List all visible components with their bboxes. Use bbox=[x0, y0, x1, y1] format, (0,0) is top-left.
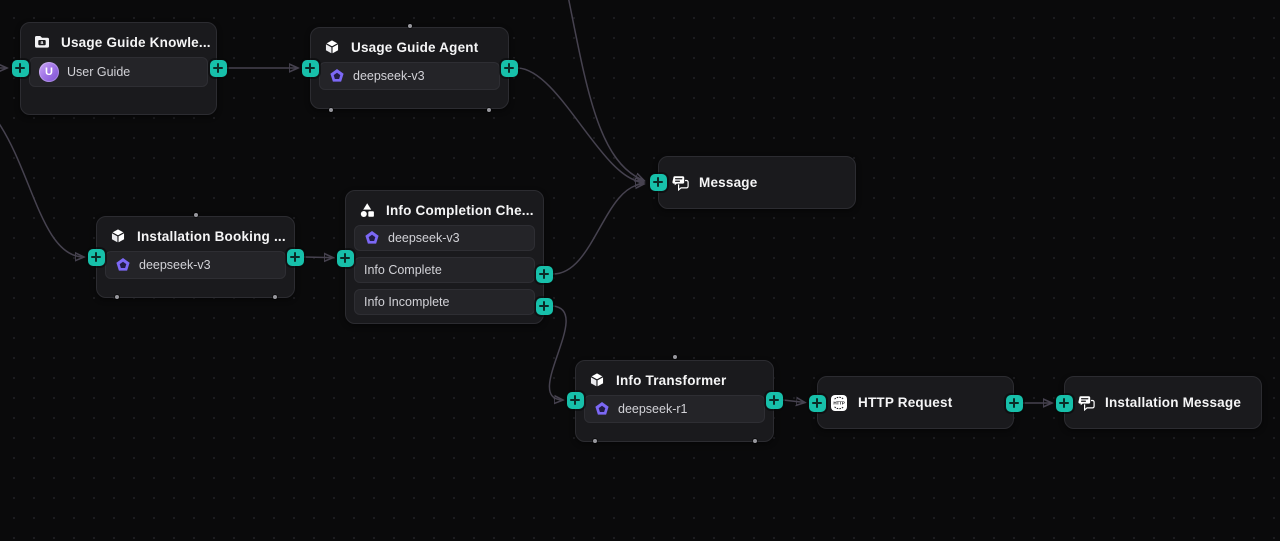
handle-dot bbox=[329, 108, 333, 112]
node-title-text: HTTP Request bbox=[858, 395, 953, 410]
handle-dot bbox=[273, 295, 277, 299]
node-title-text: Info Completion Che... bbox=[386, 202, 534, 218]
deepseek-icon bbox=[365, 231, 379, 244]
edge-info-complete-to-message bbox=[552, 184, 643, 275]
branch-row-info-complete[interactable]: Info Complete bbox=[354, 257, 535, 283]
deepseek-icon bbox=[330, 69, 344, 82]
handle-dot bbox=[115, 295, 119, 299]
edge-info-incomplete-to-transformer bbox=[548, 305, 567, 400]
svg-text:HTTP: HTTP bbox=[833, 400, 844, 405]
port-transformer-right[interactable] bbox=[765, 391, 783, 409]
port-transformer-left[interactable] bbox=[566, 391, 584, 409]
node-info-transformer[interactable]: Info Transformer deepseek-r1 bbox=[575, 360, 774, 442]
port-http-left[interactable] bbox=[808, 394, 826, 412]
port-knowledge-right[interactable] bbox=[209, 59, 227, 77]
node-installation-message[interactable]: Installation Message bbox=[1064, 376, 1262, 429]
node-http-request[interactable]: HTTP HTTP Request bbox=[817, 376, 1014, 429]
port-info-complete-right[interactable] bbox=[535, 265, 553, 283]
deepseek-icon bbox=[116, 258, 130, 271]
port-message-left[interactable] bbox=[649, 173, 667, 191]
port-http-right[interactable] bbox=[1005, 394, 1023, 412]
model-row[interactable]: deepseek-v3 bbox=[105, 251, 286, 279]
node-usage-guide-agent[interactable]: Usage Guide Agent deepseek-v3 bbox=[310, 27, 509, 109]
node-installation-booking[interactable]: Installation Booking ... deepseek-v3 bbox=[96, 216, 295, 298]
node-title-text: Message bbox=[699, 175, 758, 190]
chat-bubbles-icon bbox=[671, 174, 689, 191]
branch-row-info-incomplete[interactable]: Info Incomplete bbox=[354, 289, 535, 315]
node-usage-guide-knowledge[interactable]: a Usage Guide Knowle... U User Guide bbox=[20, 22, 217, 115]
port-completion-left[interactable] bbox=[336, 249, 354, 267]
knowledge-row-user-guide[interactable]: U User Guide bbox=[29, 57, 208, 87]
edge-offscreen-to-message bbox=[568, 0, 643, 180]
user-guide-avatar: U bbox=[39, 62, 59, 82]
branch-row-label: Info Incomplete bbox=[364, 295, 450, 309]
handle-dot bbox=[408, 24, 412, 28]
chat-bubbles-icon bbox=[1077, 394, 1095, 411]
model-row-label: deepseek-v3 bbox=[388, 231, 460, 245]
handle-dot bbox=[753, 439, 757, 443]
port-agent-right[interactable] bbox=[500, 59, 518, 77]
branch-row-label: Info Complete bbox=[364, 263, 442, 277]
port-installation-message-left[interactable] bbox=[1055, 394, 1073, 412]
knowledge-folder-icon: a bbox=[35, 36, 49, 48]
port-knowledge-left[interactable] bbox=[11, 59, 29, 77]
node-message[interactable]: Message bbox=[658, 156, 856, 209]
cube-icon bbox=[324, 39, 340, 55]
model-row[interactable]: deepseek-r1 bbox=[584, 395, 765, 423]
model-row[interactable]: deepseek-v3 bbox=[319, 62, 500, 90]
node-title-text: Installation Message bbox=[1105, 395, 1242, 410]
node-title-text: Installation Booking ... bbox=[137, 228, 286, 244]
handle-dot bbox=[194, 213, 198, 217]
node-info-completion-checker[interactable]: Info Completion Che... deepseek-v3 Info … bbox=[345, 190, 544, 324]
port-booking-left[interactable] bbox=[87, 248, 105, 266]
http-globe-icon: HTTP bbox=[831, 394, 847, 411]
edge-transformer-to-http bbox=[782, 400, 804, 402]
port-booking-right[interactable] bbox=[286, 248, 304, 266]
svg-text:a: a bbox=[41, 40, 44, 46]
cube-icon bbox=[589, 372, 605, 388]
model-row-label: deepseek-v3 bbox=[353, 69, 425, 83]
model-row-label: deepseek-r1 bbox=[618, 402, 688, 416]
knowledge-row-label: User Guide bbox=[67, 65, 131, 79]
node-title-text: Info Transformer bbox=[616, 372, 727, 388]
port-info-incomplete-right[interactable] bbox=[535, 297, 553, 315]
model-row-label: deepseek-v3 bbox=[139, 258, 211, 272]
cube-icon bbox=[110, 228, 126, 244]
node-title-text: Usage Guide Knowle... bbox=[61, 34, 211, 50]
deepseek-icon bbox=[595, 402, 609, 415]
node-title-text: Usage Guide Agent bbox=[351, 39, 479, 55]
model-row[interactable]: deepseek-v3 bbox=[354, 225, 535, 251]
classifier-shapes-icon bbox=[360, 203, 374, 217]
handle-dot bbox=[673, 355, 677, 359]
edge-offscreen-to-installation-booking bbox=[0, 123, 83, 257]
handle-dot bbox=[593, 439, 597, 443]
edge-agent-to-message bbox=[517, 67, 643, 182]
edge-booking-to-info-completion bbox=[303, 257, 332, 258]
port-agent-left[interactable] bbox=[301, 59, 319, 77]
handle-dot bbox=[487, 108, 491, 112]
